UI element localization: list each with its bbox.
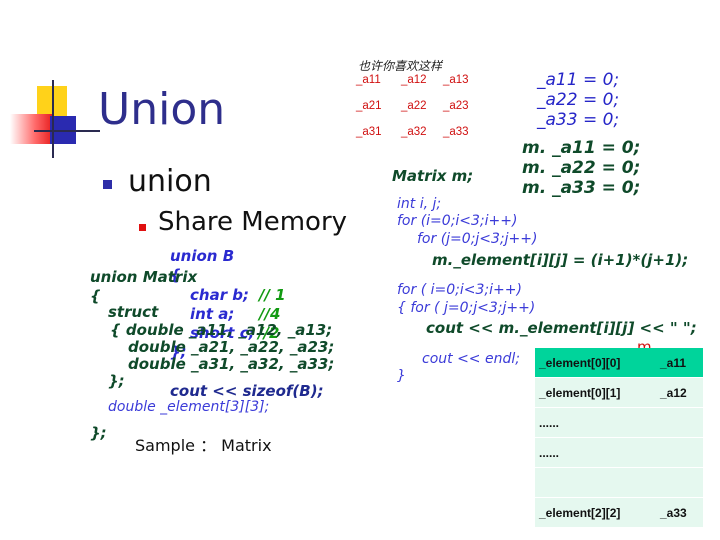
union-b-short: short c; (190, 324, 255, 342)
code-for-i-2: for ( i=0;i<3;i++) (397, 282, 522, 298)
table-row: _element[0][1] _a12 (535, 377, 703, 408)
logo-vertical-line (52, 80, 54, 158)
table-cell-element: ...... (535, 437, 656, 468)
code-cout-element: cout << m._element[i][j] << " "; (426, 319, 697, 337)
table-cell-alias (656, 407, 703, 438)
union-matrix-struct-close: }; (108, 372, 125, 390)
union-matrix-row3: double _a31, _a32, _a33; (128, 355, 335, 373)
member-assign-a33: m. _a33 = 0; (522, 178, 641, 198)
chinese-note: 也许你喜欢这样 (358, 59, 443, 73)
code-int-ij: int i, j; (397, 196, 442, 212)
union-b-header: union B (170, 247, 235, 265)
red-a33: _a33 (443, 126, 469, 138)
assign-a33: _a33 = 0; (537, 110, 620, 130)
union-matrix-element: double _element[3][3]; (108, 399, 270, 415)
table-cell-alias (656, 437, 703, 468)
code-cout-endl: cout << endl; (422, 351, 520, 367)
union-b-short-comment: //2 (258, 324, 280, 342)
logo-decoration (10, 80, 100, 160)
memory-table: _element[0][0] _a11 _element[0][1] _a12 … (535, 348, 703, 528)
bullet-square-red-icon (139, 224, 146, 231)
union-matrix-header: union Matrix (90, 268, 198, 286)
red-a13: _a13 (443, 74, 469, 86)
red-a32: _a32 (401, 126, 427, 138)
matrix-declaration: Matrix m; (392, 167, 474, 185)
union-b-sizeof: cout << sizeof(B); (170, 382, 324, 400)
table-cell-alias (656, 467, 703, 498)
code-for-i: for (i=0;i<3;i++) (397, 213, 518, 229)
red-a12: _a12 (401, 74, 427, 86)
code-for-j-2: { for ( j=0;j<3;j++) (397, 300, 536, 316)
table-row: _element[2][2] _a33 (535, 497, 703, 528)
assign-a22: _a22 = 0; (537, 90, 620, 110)
union-b-char-comment: // 1 (259, 286, 286, 304)
union-matrix-close: }; (90, 424, 107, 442)
union-matrix-row2: double _a21, _a22, _a23; (128, 338, 335, 356)
member-assign-a22: m. _a22 = 0; (522, 158, 641, 178)
red-a21: _a21 (356, 100, 382, 112)
table-cell-element (535, 467, 656, 498)
logo-red-square (10, 114, 52, 144)
red-a11: _a11 (356, 74, 381, 86)
code-for-j: for (j=0;j<3;j++) (417, 231, 538, 247)
table-cell-alias: _a33 (656, 497, 703, 528)
table-row: ...... (535, 437, 703, 468)
red-a23: _a23 (443, 100, 469, 112)
bullet-union: union (128, 164, 212, 199)
union-b-open: { (170, 266, 181, 284)
bullet-square-blue-icon (103, 180, 112, 189)
red-a22: _a22 (401, 100, 427, 112)
slide-title: Union (98, 84, 226, 135)
red-a31: _a31 (356, 126, 382, 138)
union-matrix-row1: { double _a11, _a12, _a13; (110, 321, 333, 339)
table-cell-element: _element[0][0] (535, 348, 656, 378)
union-b-close: }; (170, 343, 187, 361)
union-matrix-open: { (90, 287, 101, 305)
code-close-brace: } (397, 368, 406, 384)
union-b-char: char b; (190, 286, 250, 304)
table-cell-element: _element[0][1] (535, 377, 656, 408)
logo-horizontal-line (34, 130, 100, 132)
assign-a11: _a11 = 0; (537, 70, 620, 90)
table-cell-alias: _a11 (656, 348, 703, 378)
union-b-int: int a; (190, 305, 235, 323)
table-cell-element: _element[2][2] (535, 497, 656, 528)
code-element-assign: m._element[i][j] = (i+1)*(j+1); (432, 251, 689, 269)
sample-caption: Sample ： Matrix (135, 436, 272, 455)
union-b-int-comment: //4 (259, 305, 281, 323)
table-cell-alias: _a12 (656, 377, 703, 408)
union-matrix-struct: struct (108, 303, 159, 321)
table-row: _element[0][0] _a11 (535, 348, 703, 378)
member-assign-a11: m. _a11 = 0; (522, 138, 641, 158)
bullet-share-memory: Share Memory (158, 207, 348, 237)
table-cell-element: ...... (535, 407, 656, 438)
table-row (535, 467, 703, 498)
table-row: ...... (535, 407, 703, 438)
